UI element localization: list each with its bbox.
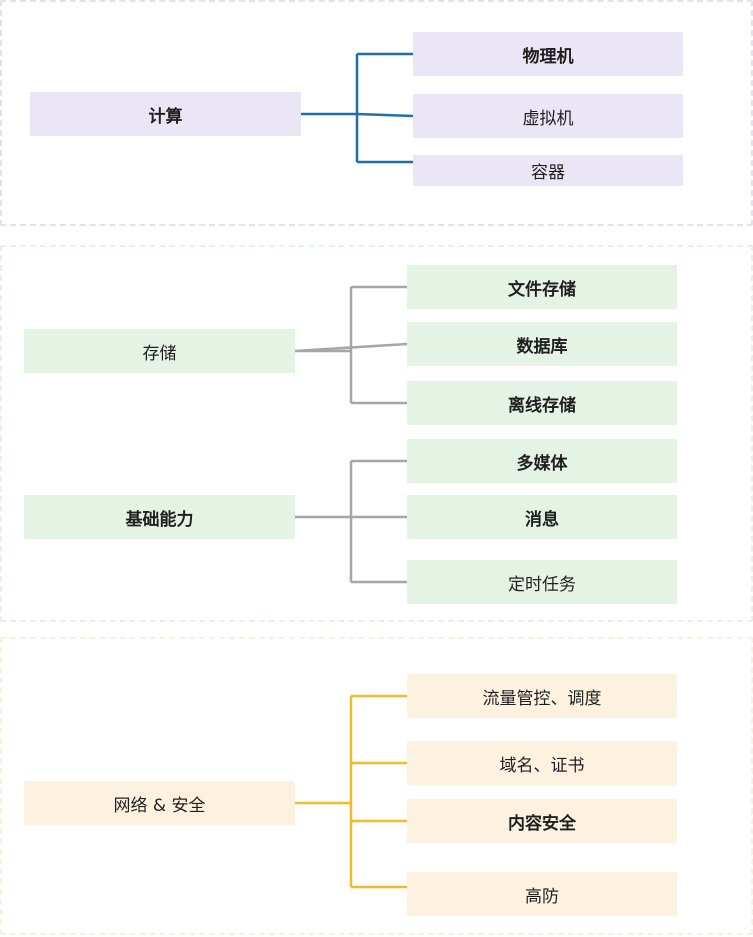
node-virtual-machine: 虚拟机 xyxy=(413,94,683,138)
node-storage: 存储 xyxy=(24,329,295,373)
basic-connectors xyxy=(295,459,407,584)
storage-group xyxy=(0,245,753,622)
node-ddos-protection: 高防 xyxy=(407,872,677,916)
node-basic-capability: 基础能力 xyxy=(24,495,295,539)
node-traffic-control: 流量管控、调度 xyxy=(407,674,677,718)
node-container: 容器 xyxy=(413,155,683,186)
node-physical-machine: 物理机 xyxy=(413,32,683,76)
node-network-security: 网络 & 安全 xyxy=(24,781,295,825)
node-multimedia: 多媒体 xyxy=(407,439,677,483)
node-file-storage: 文件存储 xyxy=(407,265,677,309)
node-message: 消息 xyxy=(407,495,677,539)
node-offline-storage: 离线存储 xyxy=(407,381,677,425)
storage-connectors xyxy=(294,285,408,405)
compute-connectors xyxy=(301,52,414,164)
compute-group xyxy=(0,0,753,226)
network-group xyxy=(0,637,753,935)
node-database: 数据库 xyxy=(407,322,677,366)
network-connectors xyxy=(295,694,407,889)
node-domain-cert: 域名、证书 xyxy=(407,741,677,785)
node-content-security: 内容安全 xyxy=(407,799,677,843)
node-scheduled-task: 定时任务 xyxy=(407,560,677,604)
node-compute: 计算 xyxy=(30,92,301,136)
